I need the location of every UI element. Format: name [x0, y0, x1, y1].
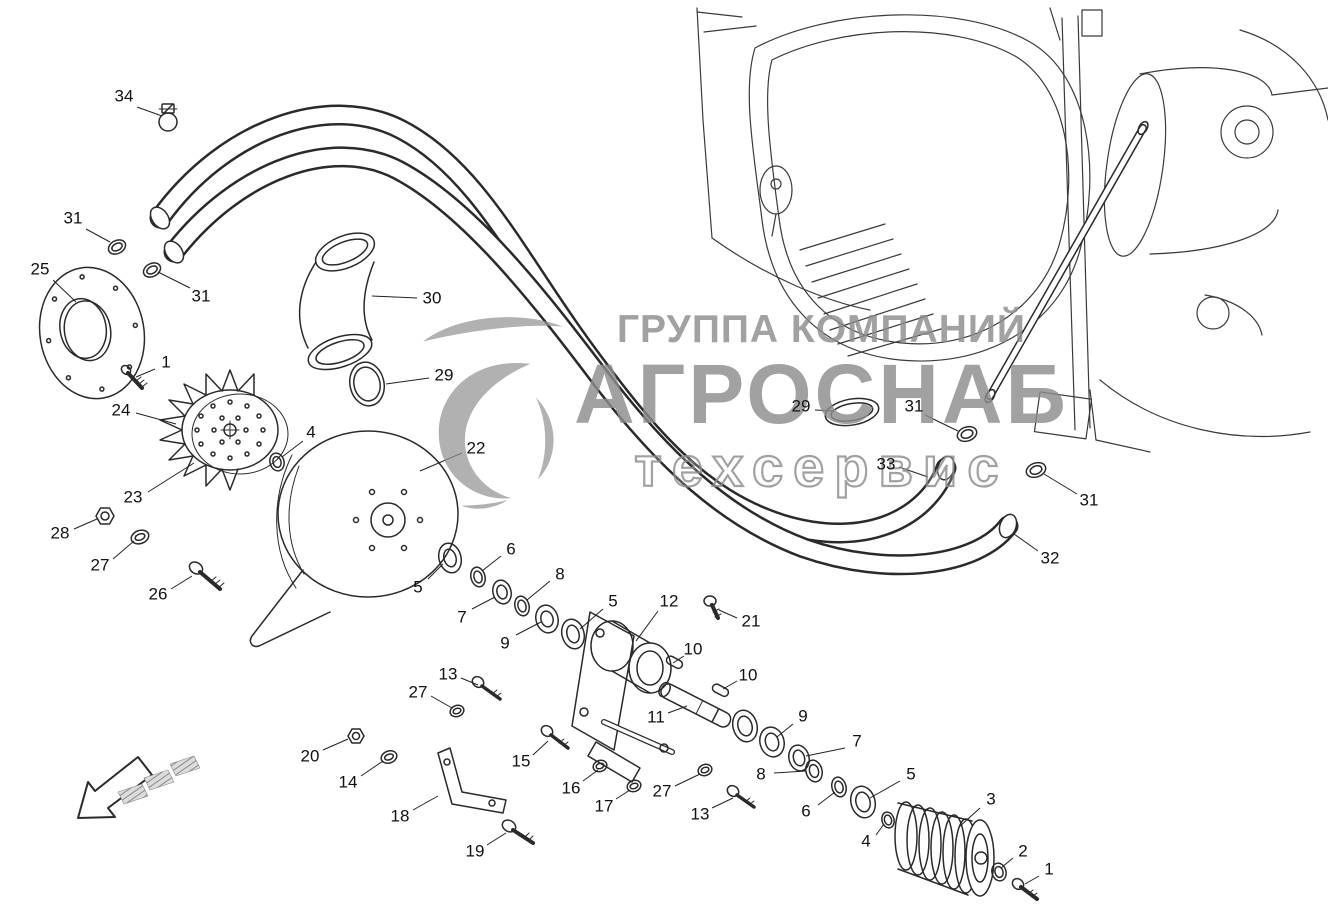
leader-line — [85, 228, 111, 243]
blower-housing-22 — [249, 430, 459, 648]
washer-2 — [991, 862, 1007, 882]
leader-line — [579, 608, 604, 630]
washer-17 — [626, 779, 642, 793]
leader-line — [430, 695, 453, 709]
seal-ring-31-b — [142, 262, 162, 278]
elbow-pipe-30 — [298, 232, 376, 371]
screw-13-a — [471, 675, 502, 701]
bearing-bracket-12 — [571, 611, 675, 783]
leader-line — [817, 791, 836, 806]
leader-line — [814, 409, 835, 412]
leader-line — [722, 680, 738, 690]
screw-26 — [188, 561, 225, 591]
leader-line — [869, 780, 901, 799]
washer-27-a — [130, 529, 150, 545]
nut-28 — [95, 507, 115, 525]
leader-line — [481, 555, 502, 572]
washer-16 — [592, 759, 608, 773]
leader-line — [958, 807, 981, 828]
screw-13-b — [726, 784, 756, 809]
leader-line — [773, 770, 807, 774]
leader-line — [135, 368, 156, 378]
pin-10-a — [665, 655, 684, 670]
leader-line — [486, 832, 507, 846]
leader-line — [135, 412, 177, 425]
leader-line — [674, 773, 701, 787]
seal-ring-31-d — [1025, 461, 1047, 479]
leader-line — [898, 466, 929, 478]
nut-20 — [347, 728, 365, 744]
leader-line — [667, 705, 688, 714]
leader-line — [1024, 875, 1040, 885]
stud-bolt-21 — [703, 595, 722, 620]
leader-line — [281, 440, 304, 458]
screw-15 — [540, 724, 570, 750]
mounting-flange-25 — [38, 266, 146, 400]
leader-line — [1043, 473, 1078, 495]
washer-27-b — [449, 704, 465, 718]
leader-line — [385, 377, 430, 385]
seal-ring-31-c — [956, 425, 978, 443]
leader-line — [672, 655, 685, 664]
leader-line — [776, 723, 794, 738]
ring-4-left — [269, 452, 285, 472]
leader-line — [427, 563, 444, 580]
washer-27-c — [697, 763, 713, 777]
leader-line — [471, 596, 496, 610]
leader-line — [635, 610, 659, 642]
leader-line — [157, 271, 191, 289]
leader-line — [371, 295, 418, 299]
leader-line — [412, 795, 439, 811]
washer-train-left — [437, 542, 586, 650]
leader-line — [360, 760, 384, 777]
leader-line — [615, 789, 631, 800]
leader-line — [460, 677, 479, 686]
screw-19 — [501, 819, 535, 845]
leader-line — [924, 414, 959, 432]
mounting-bracket-18 — [437, 747, 507, 814]
drive-shaft-11 — [658, 681, 732, 728]
washer-train-right — [731, 709, 895, 829]
leader-line — [875, 823, 885, 836]
drain-tube-33 — [984, 120, 1149, 404]
o-ring-29-right — [824, 397, 880, 427]
leader-line — [73, 518, 98, 530]
bolt-1-right — [1011, 877, 1039, 901]
hose-clamp-34 — [158, 103, 178, 132]
o-ring-29-left — [349, 361, 385, 407]
direction-arrow — [77, 755, 201, 819]
machine-frame-outline — [696, 7, 1328, 453]
belt-pulley-3 — [894, 801, 995, 897]
leader-line — [112, 540, 135, 560]
washer-14 — [380, 749, 398, 765]
leader-line — [52, 279, 77, 303]
air-hose-lower — [163, 146, 1019, 576]
leader-line — [1000, 857, 1014, 869]
leader-line — [1013, 533, 1039, 552]
seal-ring-31-a — [107, 239, 127, 255]
leader-line — [170, 575, 193, 590]
leader-line — [526, 580, 551, 601]
leader-line — [805, 747, 846, 757]
leader-lines-layer — [52, 106, 1078, 885]
leader-line — [515, 621, 542, 636]
leader-line — [532, 740, 549, 756]
bolt-1-left — [120, 364, 148, 390]
leader-line — [582, 769, 599, 782]
leader-line — [419, 452, 463, 472]
leader-line — [147, 462, 195, 493]
leader-line — [136, 106, 163, 117]
pin-10-b — [711, 683, 730, 698]
leader-line — [711, 797, 734, 809]
leader-line — [322, 738, 349, 751]
leader-line — [718, 609, 738, 619]
